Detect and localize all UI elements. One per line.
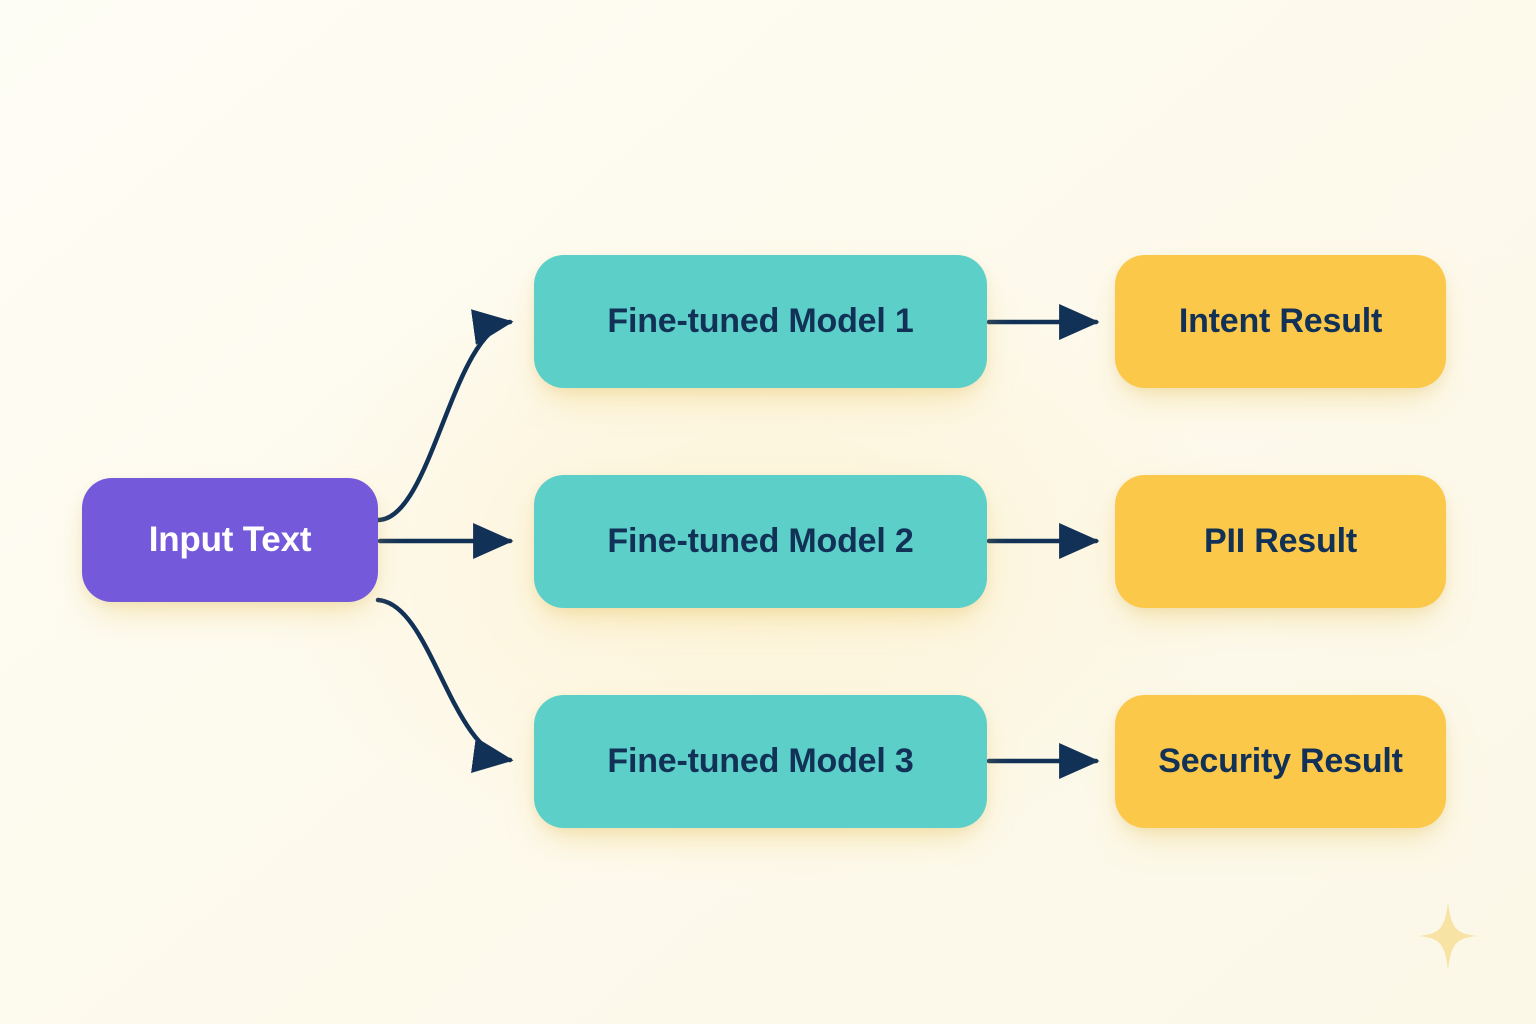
node-intent-result-label: Intent Result <box>1178 302 1383 340</box>
node-fine-tuned-model-3-label: Fine-tuned Model 3 <box>607 742 914 780</box>
node-pii-result[interactable]: PII Result <box>1115 475 1446 608</box>
node-fine-tuned-model-3[interactable]: Fine-tuned Model 3 <box>534 695 987 828</box>
sparkle-icon <box>1413 901 1483 971</box>
node-fine-tuned-model-1[interactable]: Fine-tuned Model 1 <box>534 255 987 388</box>
node-fine-tuned-model-1-label: Fine-tuned Model 1 <box>607 302 914 340</box>
node-fine-tuned-model-2[interactable]: Fine-tuned Model 2 <box>534 475 987 608</box>
edge-input-to-model-3 <box>375 597 514 773</box>
node-security-result-label: Security Result <box>1158 742 1403 780</box>
node-security-result[interactable]: Security Result <box>1115 695 1446 828</box>
node-input-text-label: Input Text <box>148 520 312 559</box>
node-pii-result-label: PII Result <box>1204 522 1357 560</box>
node-input-text[interactable]: Input Text <box>82 478 378 602</box>
node-intent-result[interactable]: Intent Result <box>1115 255 1446 388</box>
node-fine-tuned-model-2-label: Fine-tuned Model 2 <box>607 522 914 560</box>
edge-input-to-model-1 <box>375 309 514 523</box>
